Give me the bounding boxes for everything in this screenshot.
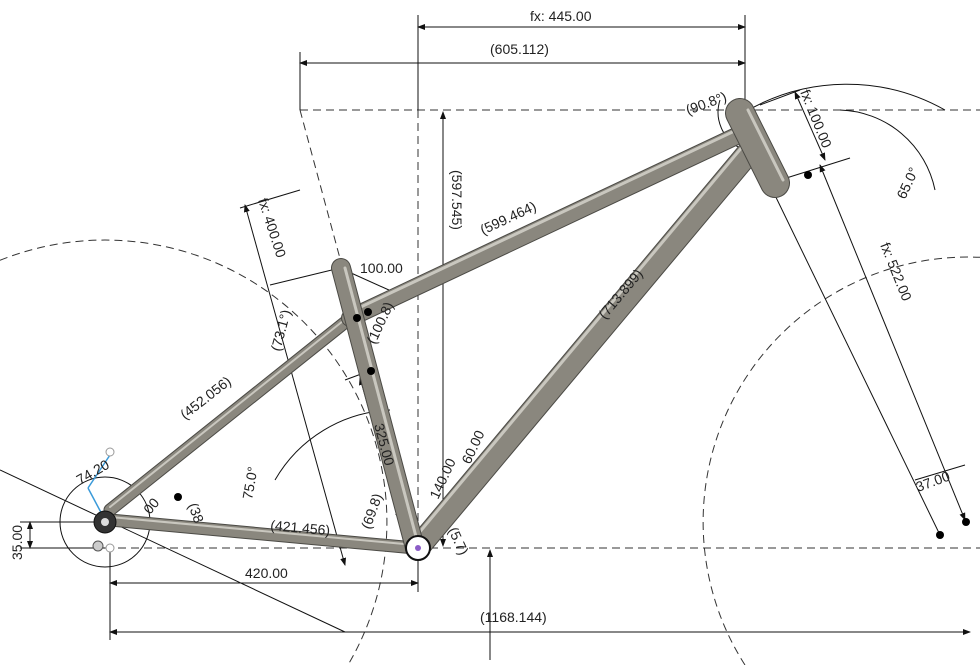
dim-wheelbase: (1168.144) — [480, 609, 547, 625]
dim-seat-angle: (73.1°) — [267, 308, 293, 353]
dim-fork-offset: 37.00 — [914, 468, 953, 495]
dim-fork-fx: fx: 522.00 — [877, 240, 915, 303]
dim-bb-angle: (69.8) — [358, 491, 386, 531]
dimension-labels: fx: 445.00 (605.112) (597.545) (599.464)… — [9, 8, 952, 625]
head-tube — [725, 98, 790, 198]
dim-st-angle: 75.0° — [239, 465, 260, 500]
dim-bb-drop: 35.00 — [9, 525, 25, 560]
dim-seat-tube-fx: fx: 400.00 — [255, 196, 289, 260]
front-wheel-circle — [702, 256, 980, 665]
dim-bb-small: (5.7) — [445, 525, 472, 558]
dim-dropout: 74.20 — [74, 456, 113, 487]
dim-seat-top: 100.00 — [360, 260, 403, 276]
dim-fx-445: fx: 445.00 — [530, 8, 592, 24]
sketch-points — [174, 171, 970, 539]
seat-stay — [103, 305, 365, 517]
dim-stack: (597.545) — [449, 170, 465, 230]
top-tube — [341, 123, 754, 327]
dim-chainstay-horizontal: 420.00 — [245, 565, 288, 581]
dimension-lines — [0, 15, 971, 660]
chain-stay — [103, 513, 422, 555]
frame-tubes — [92, 98, 790, 561]
dim-head-angle-small: (90.8°) — [684, 88, 729, 117]
rear-wheel-circle — [0, 239, 388, 665]
dim-chain-stay: (421.456) — [270, 517, 331, 538]
dim-head-angle: 65.0° — [893, 165, 921, 202]
dim-reach: (605.112) — [490, 41, 549, 57]
dim-stay-small: (38 — [185, 501, 207, 526]
down-tube — [408, 133, 767, 557]
